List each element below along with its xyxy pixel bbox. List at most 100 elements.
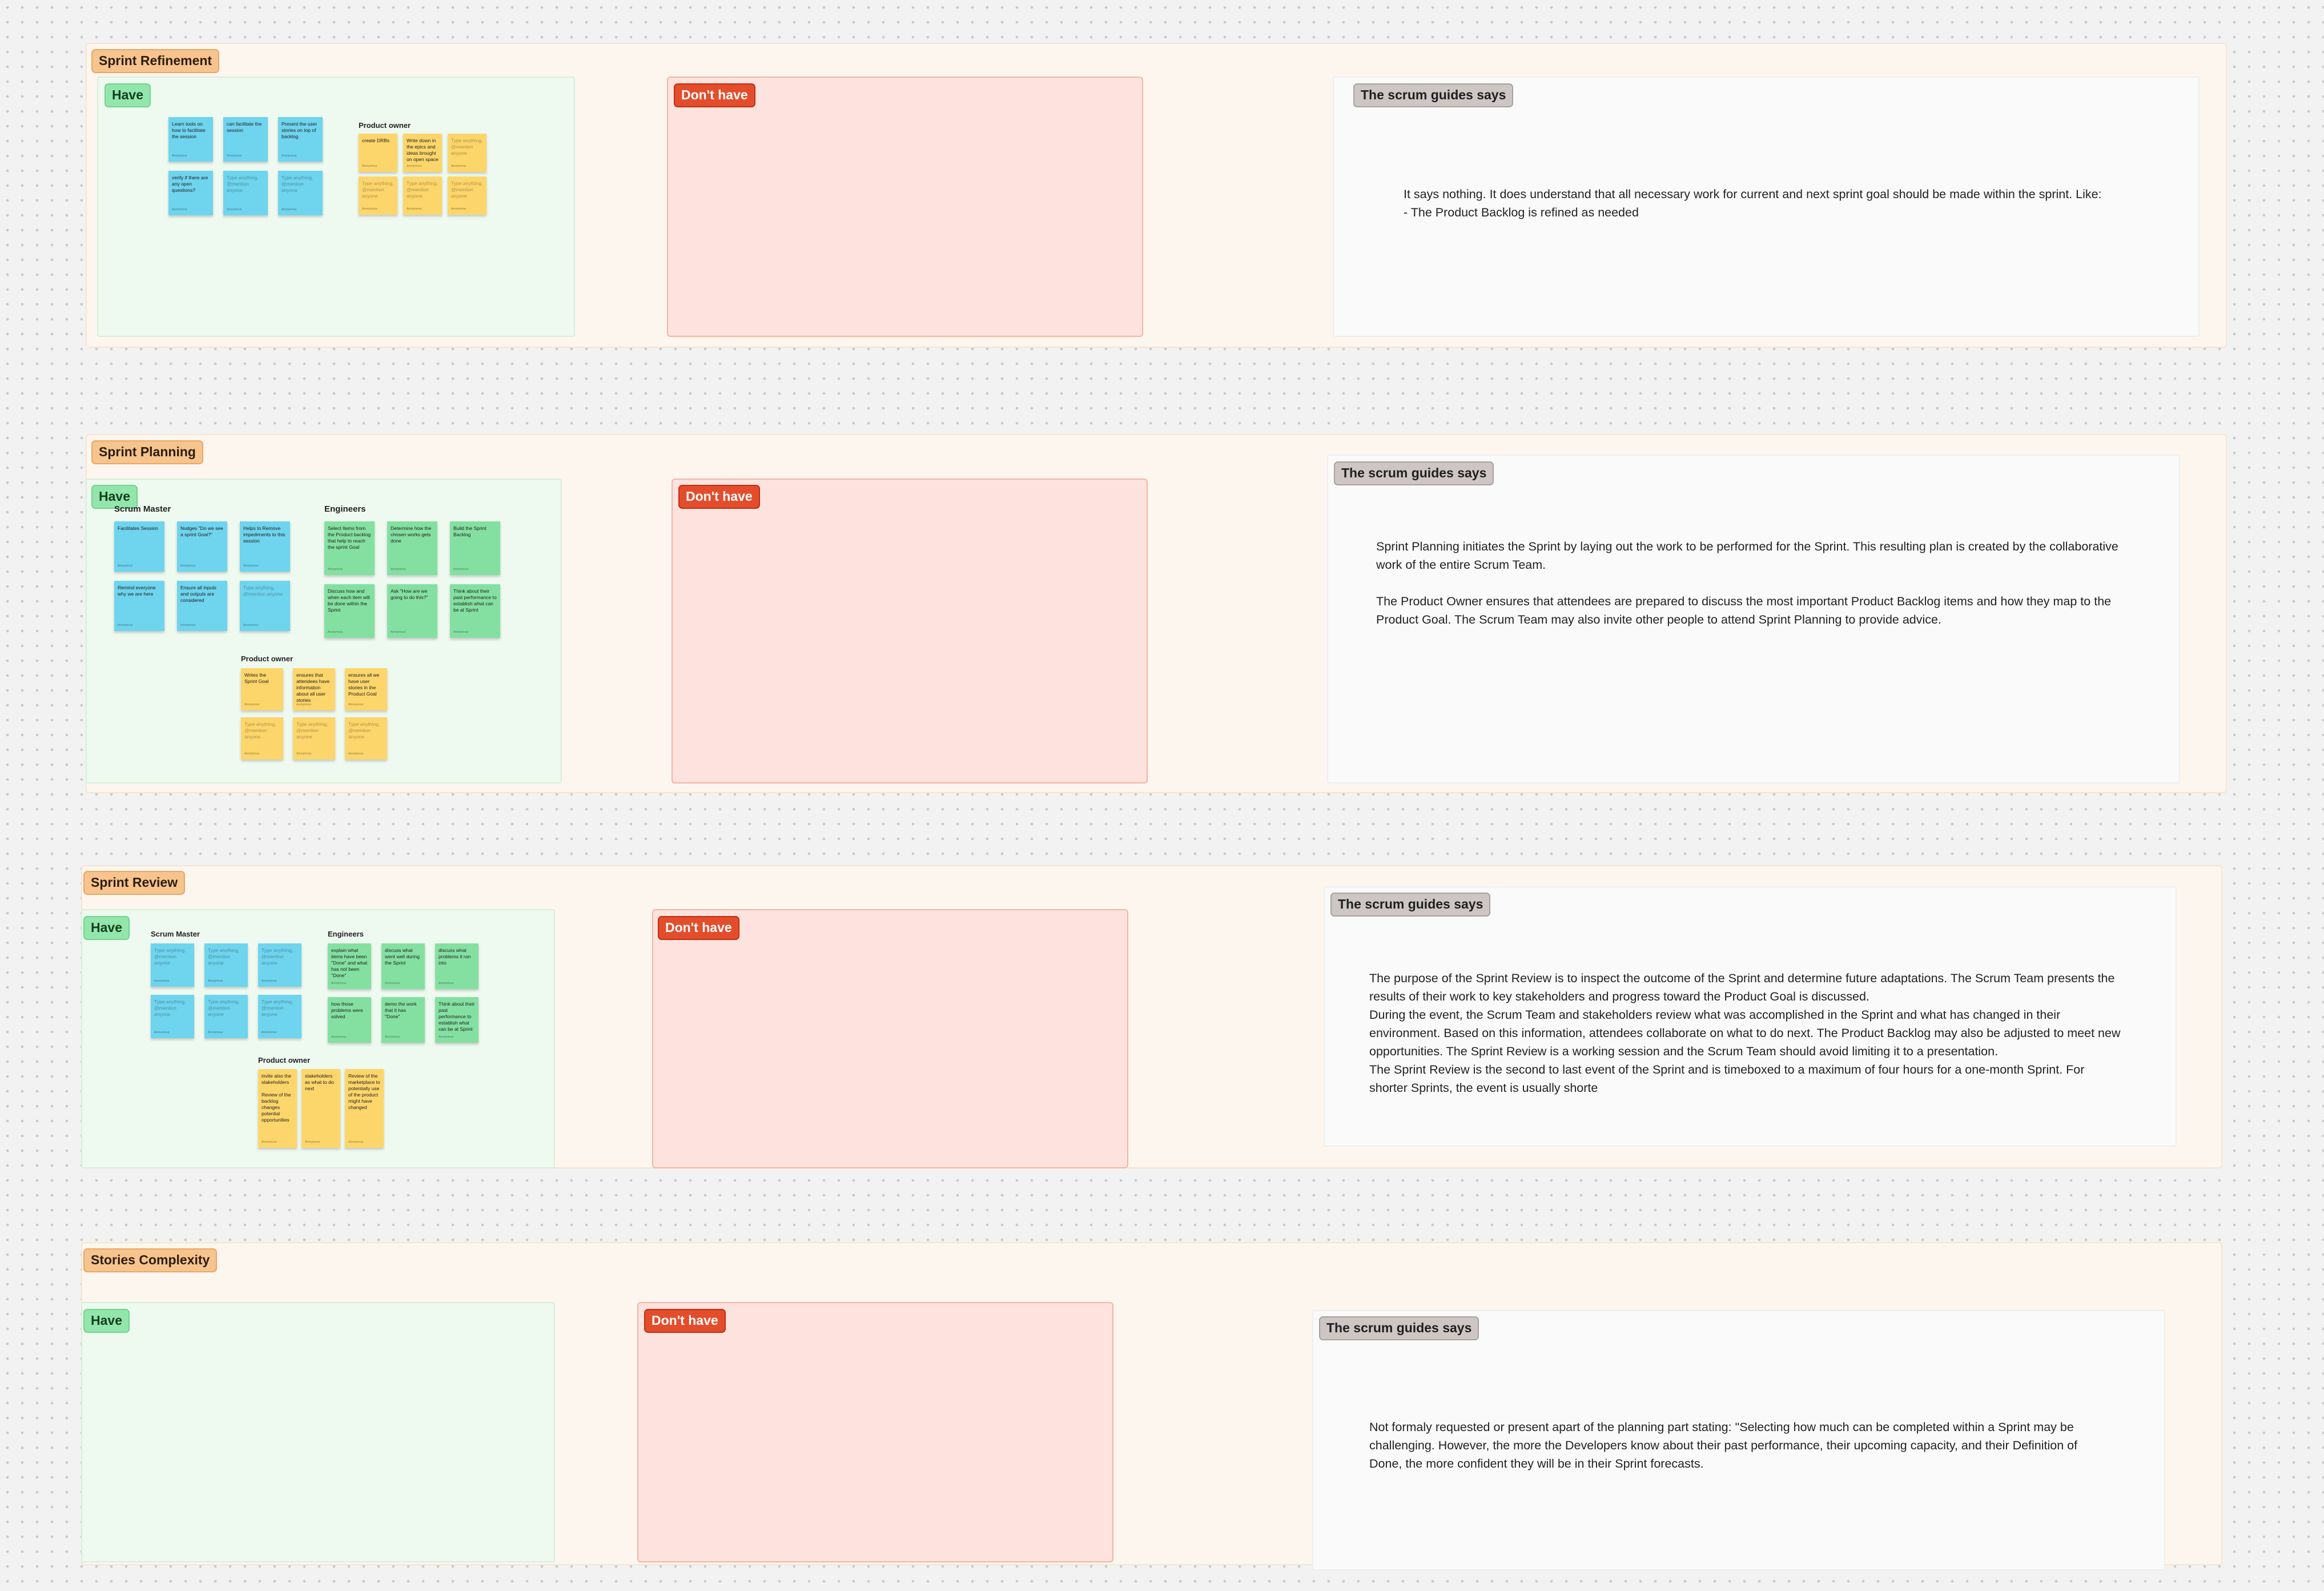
- sticky-author: [244, 751, 259, 757]
- sticky-text: verify if there are any open questions?: [172, 175, 208, 193]
- sticky-note-empty[interactable]: Type anything, @mention anyone: [293, 717, 335, 760]
- sticky-note[interactable]: Writes the Sprint Goal: [241, 668, 283, 710]
- sticky-note[interactable]: verify if there are any open questions?: [168, 171, 213, 215]
- section-title[interactable]: Sprint Review: [83, 871, 186, 895]
- scrum-guides-label: The scrum guides says: [1330, 893, 1491, 917]
- sticky-author: [453, 629, 468, 636]
- sticky-note-empty[interactable]: Type anything, @mention anyone: [204, 995, 248, 1038]
- sticky-text: create DRBs: [362, 138, 390, 143]
- sticky-author: [362, 206, 377, 212]
- scrum-guides-label: The scrum guides says: [1353, 83, 1514, 107]
- sticky-author: [391, 629, 405, 636]
- sticky-text: ensures that attendees have information …: [296, 672, 330, 703]
- sticky-note[interactable]: stakeholders as what to do next: [301, 1069, 340, 1148]
- sticky-author: [328, 567, 343, 573]
- sticky-note-empty[interactable]: Type anything, @mention anyone: [258, 995, 301, 1038]
- sticky-group: Select Items from the Product backlog th…: [324, 521, 500, 638]
- sticky-note[interactable]: discuss what problems it ran into: [435, 943, 479, 989]
- sticky-note[interactable]: Learn tools on how to facilitate the ses…: [168, 117, 213, 162]
- scrum-guides-text: It says nothing. It does understand that…: [1404, 187, 2102, 219]
- sticky-author: [407, 206, 421, 212]
- sticky-note-empty[interactable]: Type anything, @mention anyone: [359, 176, 397, 215]
- sticky-group: Learn tools on how to facilitate the ses…: [168, 117, 323, 215]
- sticky-placeholder: Type anything, @mention anyone: [154, 947, 186, 966]
- sticky-note[interactable]: Think about their past performance to es…: [435, 997, 479, 1043]
- dont-have-area[interactable]: [652, 909, 1128, 1168]
- sticky-placeholder: Type anything, @mention anyone: [348, 721, 380, 740]
- sticky-note[interactable]: demo the work that it has "Done": [381, 997, 425, 1043]
- section-title[interactable]: Stories Complexity: [83, 1248, 218, 1272]
- have-area[interactable]: [81, 1302, 555, 1562]
- sticky-note[interactable]: create DRBs: [359, 134, 397, 172]
- sticky-author: [243, 622, 258, 629]
- sticky-author: [348, 1139, 363, 1146]
- sticky-note[interactable]: Present the user stories on top of backl…: [278, 117, 323, 162]
- sticky-note[interactable]: Discuss how and when each item will be d…: [324, 584, 375, 638]
- sticky-author: [243, 563, 258, 569]
- sticky-note[interactable]: Ensure all inputs and outputs are consid…: [177, 581, 227, 631]
- sticky-placeholder: Type anything, @mention anyone: [296, 721, 328, 740]
- sticky-note-empty[interactable]: Type anything, @mention anyone: [151, 995, 194, 1038]
- sticky-note-empty[interactable]: Type anything, @mention anyone: [258, 943, 301, 987]
- sticky-note-empty[interactable]: Type anything, @mention anyone: [151, 943, 194, 987]
- sticky-author: [208, 978, 223, 985]
- sticky-author: [328, 629, 343, 636]
- sticky-placeholder: Type anything, @mention anyone: [244, 721, 276, 740]
- sticky-text: demo the work that it has "Done": [385, 1001, 417, 1019]
- section-title[interactable]: Sprint Refinement: [91, 49, 220, 73]
- sticky-text: can facilitate the session: [227, 121, 262, 133]
- section-title[interactable]: Sprint Planning: [91, 440, 203, 464]
- sticky-note-empty[interactable]: Type anything, @mention anyone: [241, 717, 283, 760]
- sticky-text: Determine how the chosen works gets done: [391, 525, 432, 544]
- sticky-note[interactable]: Determine how the chosen works gets done: [387, 521, 437, 575]
- sticky-note[interactable]: Ask "How are we going to do this?": [387, 584, 437, 638]
- sticky-note-empty[interactable]: Type anything, @mention anyone: [345, 717, 387, 760]
- sticky-author: [305, 1139, 320, 1146]
- sticky-note-empty[interactable]: Type anything, @mention anyone: [278, 171, 323, 215]
- sticky-note[interactable]: Build the Sprint Backlog: [450, 521, 500, 575]
- sticky-note[interactable]: Remind everyone why we are here: [114, 581, 164, 631]
- sticky-note[interactable]: Select Items from the Product backlog th…: [324, 521, 375, 575]
- sticky-note[interactable]: can facilitate the session: [223, 117, 268, 162]
- sticky-note[interactable]: Facilitates Session: [114, 521, 164, 572]
- sticky-author: [385, 1034, 400, 1040]
- sticky-author: [439, 1034, 453, 1040]
- sticky-note[interactable]: discuss what went well during the Sprint: [381, 943, 425, 989]
- sticky-text: Discuss how and when each item will be d…: [328, 588, 370, 613]
- dont-have-area[interactable]: [672, 479, 1148, 784]
- sticky-note[interactable]: explain what items have been "Done" and …: [328, 943, 371, 989]
- sticky-note-empty[interactable]: Type anything, @mention anyone: [448, 176, 486, 215]
- group-label-engineers: Engineers: [328, 930, 364, 938]
- sticky-author: [331, 1034, 346, 1040]
- sticky-placeholder: Type anything, @mention anyone: [154, 999, 186, 1017]
- sticky-note-empty[interactable]: Type anything, @mention anyone: [403, 176, 442, 215]
- sticky-author: [282, 153, 296, 159]
- sticky-note[interactable]: invite also the stakeholders Review of t…: [258, 1069, 297, 1148]
- sticky-text: Write down in the epics and ideas brough…: [407, 138, 439, 162]
- sticky-note[interactable]: Write down in the epics and ideas brough…: [403, 134, 442, 172]
- sticky-note-empty[interactable]: Type anything, @mention anyone: [240, 581, 290, 631]
- scrum-guides-area[interactable]: [1327, 455, 2180, 784]
- sticky-note[interactable]: ensures that attendees have information …: [293, 668, 335, 710]
- sticky-note-empty[interactable]: Type anything, @mention anyone: [223, 171, 268, 215]
- dont-have-area[interactable]: [667, 77, 1143, 337]
- sticky-group: create DRBs Write down in the epics and …: [359, 134, 486, 215]
- sticky-author: [208, 1030, 223, 1036]
- sticky-note-empty[interactable]: Type anything, @mention anyone: [448, 134, 486, 172]
- sticky-note[interactable]: Nudges "Do we see a sprint Goal?": [177, 521, 227, 572]
- sticky-note[interactable]: Helps to Remove impediments to this sess…: [240, 521, 290, 572]
- sticky-note[interactable]: how those problems were solved: [328, 997, 371, 1043]
- sticky-note[interactable]: Think about their past performance to es…: [450, 584, 500, 638]
- scrum-guides-area[interactable]: [1312, 1310, 2165, 1570]
- sticky-note-empty[interactable]: Type anything, @mention anyone: [204, 943, 248, 987]
- scrum-guides-label: The scrum guides says: [1334, 461, 1494, 485]
- scrum-guides-area[interactable]: [1324, 886, 2177, 1147]
- scrum-guides-area[interactable]: [1333, 77, 2200, 337]
- sticky-placeholder: Type anything, @mention anyone: [208, 947, 240, 966]
- sticky-note[interactable]: Review of the marketplace to potentially…: [345, 1069, 384, 1148]
- dont-have-area[interactable]: [637, 1302, 1113, 1562]
- sticky-note[interactable]: ensures all we have user stories in the …: [345, 668, 387, 710]
- sticky-group: invite also the stakeholders Review of t…: [258, 1069, 384, 1148]
- dont-have-label: Don't have: [674, 83, 755, 107]
- sticky-author: [391, 567, 405, 573]
